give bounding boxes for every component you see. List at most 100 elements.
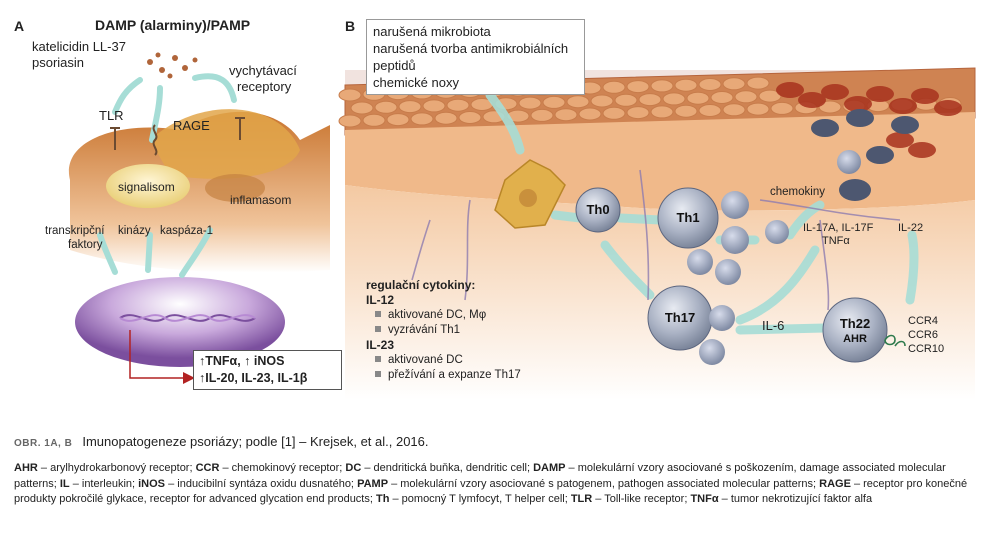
keratinocyte	[410, 112, 434, 126]
legend-term: TLR	[570, 493, 593, 505]
th22-cell	[822, 297, 888, 363]
label-receptory: receptory	[237, 79, 292, 94]
label-signalisom: signalisom	[118, 180, 175, 194]
keratinocyte	[434, 111, 458, 125]
label-il22: IL-22	[898, 222, 924, 234]
reg-title: regulační cytokiny:	[366, 278, 476, 292]
small-t-cells	[687, 150, 861, 365]
panel-b-arrows	[485, 90, 919, 335]
keratinocyte	[566, 95, 590, 109]
label-transkripcni: transkripční	[45, 225, 105, 237]
keratinocyte	[722, 77, 746, 91]
ccr-coil	[884, 334, 906, 347]
regulatory-cytokines: regulační cytokiny: IL-12 aktivované DC,…	[366, 278, 574, 383]
panel-a-arrows	[97, 73, 237, 278]
il23-heading: IL-23	[366, 338, 395, 352]
label-kinazy: kinázy	[118, 225, 151, 237]
legend-term: DAMP	[533, 462, 566, 474]
label-faktory: faktory	[68, 239, 103, 251]
cause-box: narušená mikrobiota narušená tvorba anti…	[366, 19, 585, 95]
receptor-icons	[110, 117, 245, 156]
legend-definition: – dendritická buňka, dendritic cell;	[361, 462, 534, 474]
cause-1: narušená mikrobiota	[373, 24, 491, 39]
keratinocyte	[398, 100, 422, 114]
keratinocyte	[698, 78, 722, 91]
keratinocyte	[638, 93, 662, 107]
th1-cell	[657, 187, 719, 249]
label-kaspaza: kaspáza-1	[160, 225, 214, 237]
legend-definition: – Toll-like receptor;	[592, 493, 691, 505]
keratinocyte	[626, 80, 650, 94]
keratinocyte	[530, 108, 554, 122]
il12-item: vyzrávání Th1	[366, 323, 574, 338]
output-line-2: ↑IL-20, IL-23, IL-1β	[199, 371, 308, 385]
panel-a-letter: A	[14, 18, 25, 34]
keratinocyte	[518, 96, 542, 110]
damp-particles	[147, 52, 198, 79]
label-vychytavaci: vychytávací	[229, 63, 297, 78]
il12-item-text: vyzrávání Th1	[388, 324, 461, 336]
il12-heading: IL-12	[366, 293, 395, 307]
keratinocyte	[626, 106, 650, 120]
keratinocyte	[578, 107, 602, 121]
label-il17: IL-17A, IL-17F	[803, 222, 874, 234]
bullet-icon	[375, 326, 381, 332]
caption-text: Imunopatogeneze psoriázy; podle [1] – Kr…	[82, 434, 429, 449]
legend-definition: – arylhydrokarbonový receptor;	[37, 462, 196, 474]
dendrites	[411, 169, 901, 311]
output-line-1: ↑TNFα, ↑ iNOS	[199, 354, 285, 368]
keratinocyte	[602, 80, 626, 94]
legend-term: RAGE	[819, 477, 851, 490]
output-arrow	[129, 330, 195, 384]
keratinocyte	[698, 104, 722, 117]
keratinocyte	[746, 76, 770, 90]
legend-term: PAMP	[357, 477, 389, 490]
keratinocyte-rows	[338, 76, 962, 128]
keratinocyte	[650, 105, 674, 119]
label-inflamasom: inflamasom	[230, 193, 292, 207]
bullet-icon	[375, 356, 381, 362]
il23-item: přežívání a expanze Th17	[366, 368, 574, 383]
keratinocyte	[674, 104, 698, 118]
il23-item: aktivované DC	[366, 353, 574, 368]
keratinocyte	[746, 102, 770, 116]
label-th0: Th0	[586, 202, 610, 217]
il23-item-text: aktivované DC	[388, 354, 463, 366]
bullet-icon	[375, 371, 381, 377]
keratinocyte	[554, 108, 578, 122]
label-ccr4: CCR4	[908, 315, 938, 327]
label-th22: Th22	[839, 316, 871, 331]
legend-definition: – interleukin;	[69, 477, 139, 490]
keratinocyte	[422, 99, 446, 113]
label-th1: Th1	[676, 210, 700, 225]
il23-item-text: přežívání a expanze Th17	[388, 369, 521, 381]
label-ahr: AHR	[843, 333, 867, 345]
legend-definition: – tumor nekrotizující faktor alfa	[718, 493, 873, 505]
keratinocyte	[686, 91, 710, 105]
label-tlr: TLR	[99, 108, 124, 123]
keratinocyte	[674, 78, 698, 92]
nucleus	[75, 277, 285, 367]
signalisom-blob	[106, 164, 190, 208]
keratinocyte	[662, 92, 686, 106]
legend-term: IL	[59, 477, 70, 490]
keratinocyte	[338, 114, 362, 128]
label-psoriasin: psoriasin	[32, 55, 85, 70]
legend-term: AHR	[14, 462, 38, 474]
label-chemokiny: chemokiny	[770, 186, 825, 198]
keratinocyte	[458, 111, 482, 124]
th0-cell	[575, 187, 621, 233]
keratinocyte	[374, 100, 398, 114]
legend-definition: – inducibilní syntáza oxidu dusnatého;	[165, 477, 358, 490]
keratinocyte	[446, 98, 470, 112]
inflamasom-blob	[205, 174, 265, 202]
label-ccr10: CCR10	[908, 343, 945, 355]
keratinocyte	[614, 93, 638, 107]
keratinocyte	[734, 90, 758, 104]
cause-3: chemické noxy	[373, 75, 459, 90]
abbreviation-legend: AHR – arylhydrokarbonový receptor; CCR –…	[14, 461, 980, 508]
keratinocyte	[650, 79, 674, 93]
panel-a-title: DAMP (alarminy)/PAMP	[95, 17, 251, 33]
keratinocyte	[770, 101, 794, 115]
